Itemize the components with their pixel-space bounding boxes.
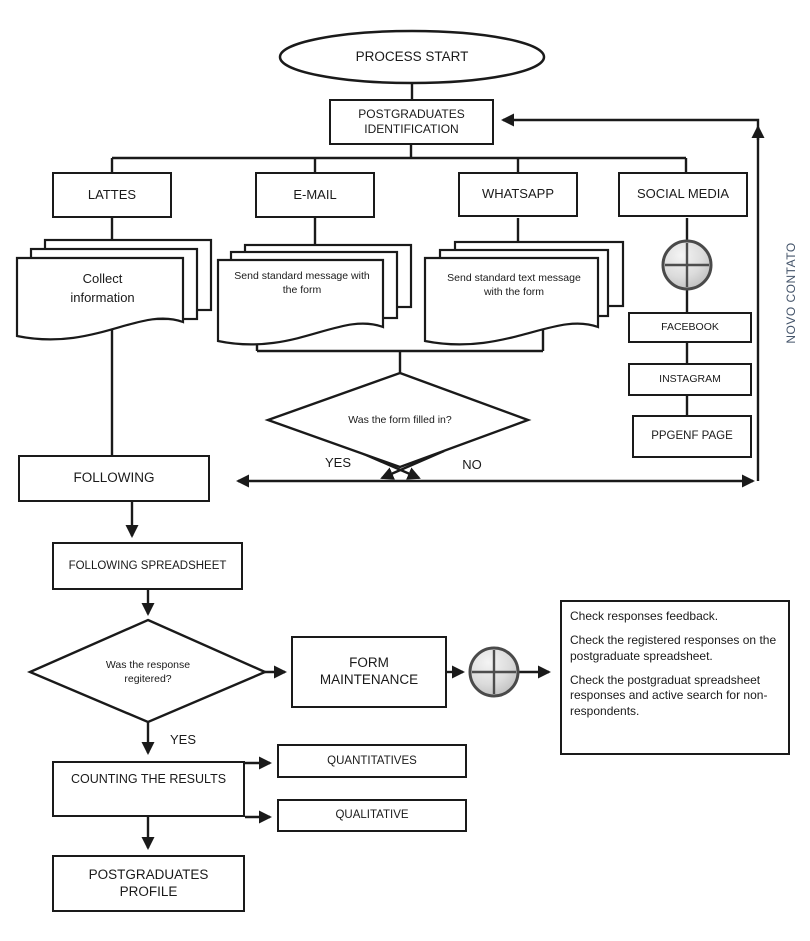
novo-contato-label: NOVO CONTATO (784, 242, 798, 344)
email-message-label: Send standard message with the form (234, 270, 370, 296)
arrow-lines (125, 113, 765, 850)
node-form-maintenance: FORM MAINTENANCE (291, 636, 447, 708)
collect-information-doc-stack (15, 238, 213, 341)
connector-docs-merge-to-decision (255, 330, 545, 373)
doc-front-sheet (15, 256, 185, 341)
doc-front-sheet (216, 258, 385, 346)
email-doc-stack (216, 243, 413, 346)
decision-form-filled-diamond (264, 371, 532, 469)
node-social-media: SOCIAL MEDIA (618, 172, 748, 217)
decision-response-registered-label: Was the response regitered? (105, 659, 191, 685)
node-lattes: LATTES (52, 172, 172, 218)
no-branch-label: NO (462, 456, 482, 472)
yes-branch-label: YES (324, 454, 351, 470)
whatsapp-doc-stack (423, 240, 625, 346)
node-label: POSTGRADUATES IDENTIFICATION (358, 107, 465, 136)
process-start-label: PROCESS START (355, 49, 469, 65)
circle-plus-icon (661, 239, 713, 291)
doc-front-sheet (423, 256, 600, 346)
node-following: FOLLOWING (18, 455, 210, 502)
node-following-spreadsheet: FOLLOWING SPREADSHEET (52, 542, 243, 590)
node-ppgenf-page: PPGENF PAGE (632, 415, 752, 458)
arrow-novo-contato-loop (501, 113, 760, 481)
circle-plus-icon (468, 646, 520, 698)
whatsapp-message-label: Send standard text message with the form (447, 272, 581, 298)
node-postgraduates-identification: POSTGRADUATES IDENTIFICATION (329, 99, 494, 145)
checklist-note: Check responses feedback. Check the regi… (560, 600, 790, 755)
yes-branch-label: YES (169, 731, 196, 747)
node-facebook: FACEBOOK (628, 312, 752, 343)
node-label: FORM MAINTENANCE (319, 655, 419, 687)
collect-information-label: Collect information (30, 266, 175, 312)
node-postgraduates-profile: POSTGRADUATES PROFILE (52, 855, 245, 912)
node-qualitative: QUALITATIVE (277, 799, 467, 832)
node-quantitatives: QUANTITATIVES (277, 744, 467, 778)
doc-label: Collect information (70, 271, 135, 305)
checklist-item: Check the postgraduat spreadsheet respon… (570, 673, 768, 718)
connector-lines (110, 83, 689, 455)
process-start-ellipse (278, 29, 546, 85)
node-email: E-MAIL (255, 172, 375, 218)
node-whatsapp: WHATSAPP (458, 172, 578, 217)
node-label: POSTGRADUATES PROFILE (88, 866, 209, 899)
decision-response-registered-diamond (26, 618, 269, 724)
checklist-item: Check responses feedback. (570, 609, 719, 623)
decision-form-filled-label: Was the form filled in? (348, 414, 452, 427)
checklist-item: Check the registered responses on the po… (570, 633, 777, 663)
node-counting-results: COUNTING THE RESULTS (52, 761, 245, 817)
node-instagram: INSTAGRAM (628, 363, 752, 396)
